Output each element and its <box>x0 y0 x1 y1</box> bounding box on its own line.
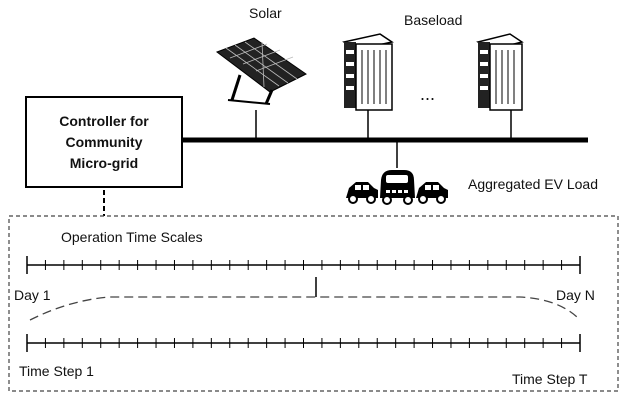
truck-icon <box>380 170 415 205</box>
controller-line-3: Micro-grid <box>69 154 139 171</box>
controller-line-2: Community <box>65 133 143 150</box>
baseload-label: Baseload <box>404 12 463 28</box>
zoom-outline <box>29 296 581 321</box>
step-start-label: Time Step 1 <box>19 363 94 379</box>
controller-line-1: Controller for <box>59 112 149 129</box>
day-axis-ticks <box>26 256 581 274</box>
car-icon-right <box>416 182 448 204</box>
ev-load-label: Aggregated EV Load <box>468 176 598 192</box>
time-scale-frame <box>8 215 619 392</box>
building-icon-1 <box>342 33 394 111</box>
building-icon-2 <box>476 33 524 111</box>
day-end-label: Day N <box>556 287 595 303</box>
day-start-label: Day 1 <box>14 287 51 303</box>
step-axis-ticks <box>26 334 581 352</box>
ellipsis-label: ... <box>420 84 436 104</box>
step-end-label: Time Step T <box>512 371 588 387</box>
solar-panel-icon <box>215 37 307 105</box>
controller-box: Controller for Community Micro-grid <box>25 96 183 188</box>
car-icon-left <box>346 182 378 204</box>
time-scales-label: Operation Time Scales <box>61 229 203 245</box>
solar-label: Solar <box>249 5 282 21</box>
